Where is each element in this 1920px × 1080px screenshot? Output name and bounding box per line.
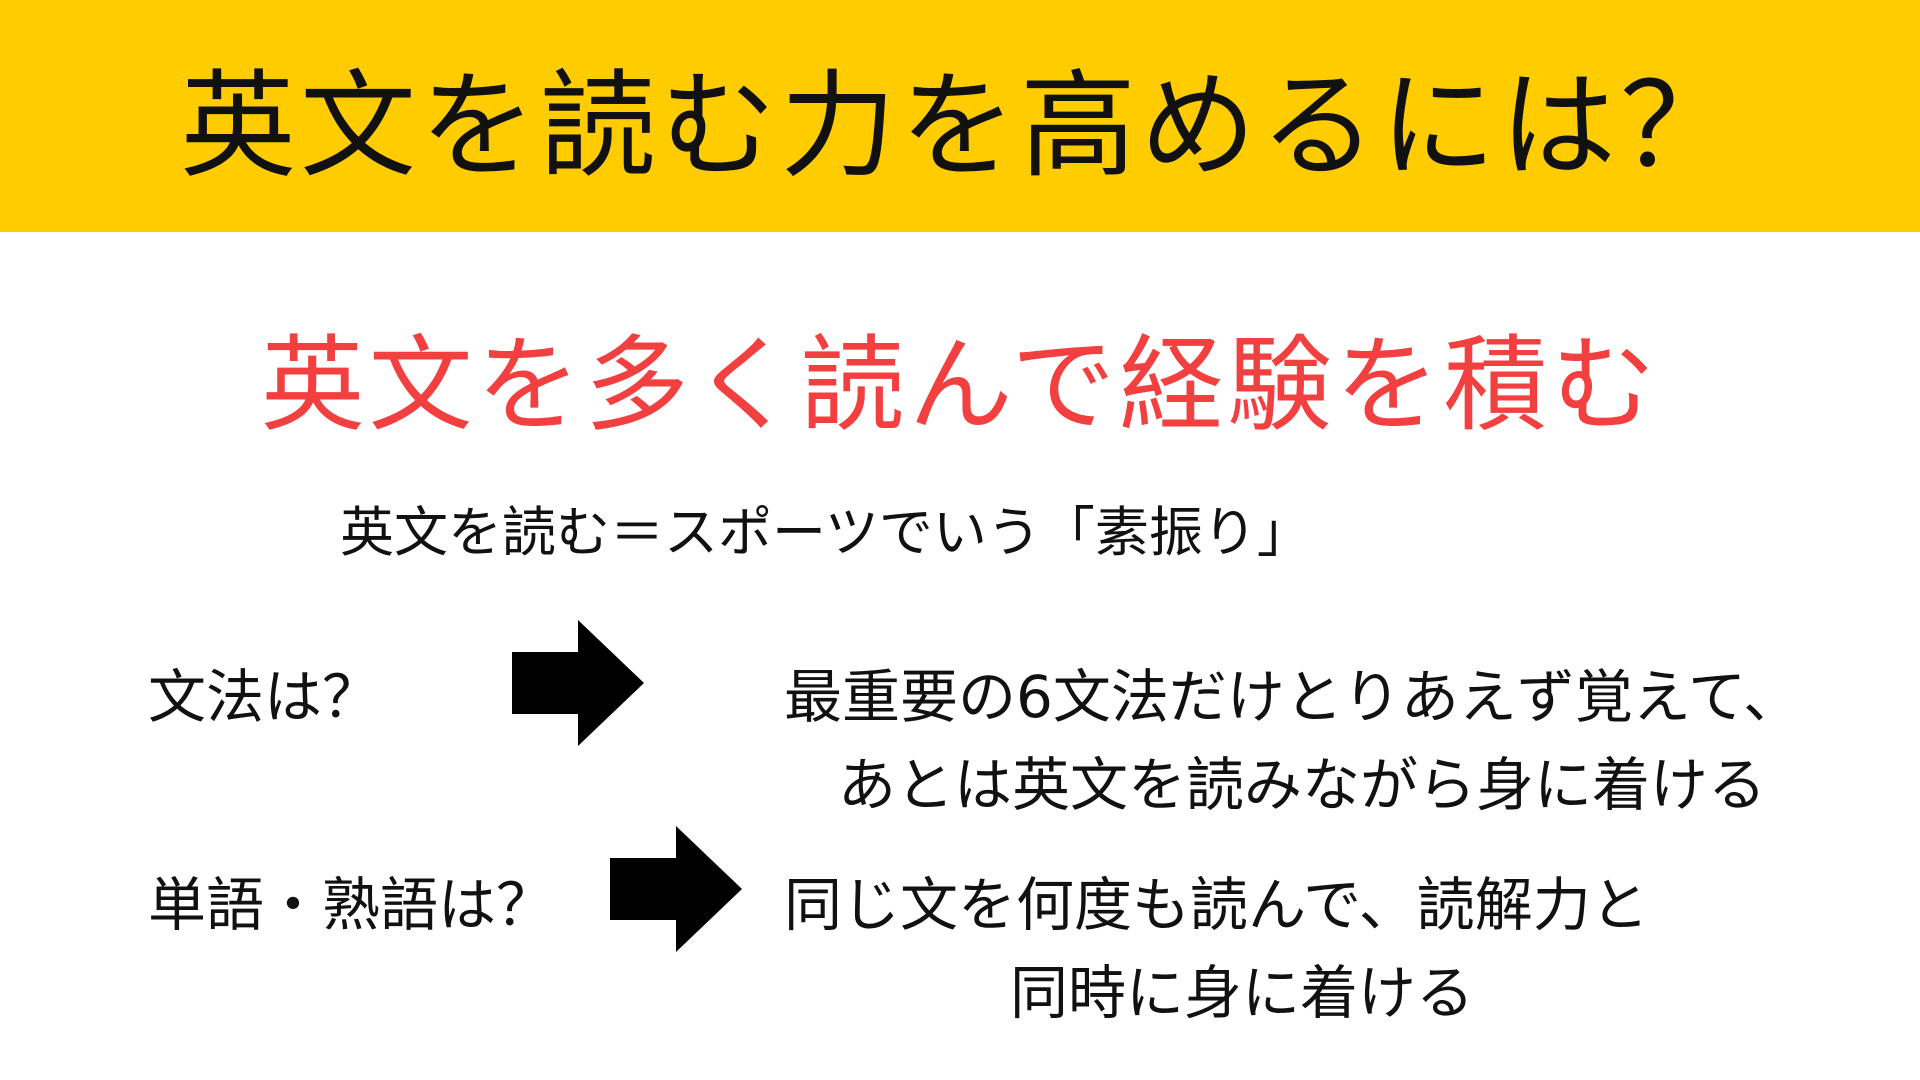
right-arrow-icon (512, 620, 644, 746)
vocabulary-answer-line-1: 同じ文を何度も読んで、読解力と (784, 871, 1649, 939)
right-arrow-shape (512, 620, 644, 746)
grammar-question: 文法は？ (148, 663, 381, 731)
title-band: 英文を読む力を高めるには？ (0, 0, 1920, 232)
page-title: 英文を読む力を高めるには？ (180, 59, 1740, 194)
grammar-answer-line-2: あとは英文を読みながら身に着ける (838, 751, 1767, 819)
subtitle: 英文を多く読んで経験を積む (260, 324, 1660, 446)
vocabulary-answer-line-2: 同時に身に着ける (1010, 959, 1475, 1027)
lead-text: 英文を読む＝スポーツでいう「素振り」 (340, 501, 1311, 564)
vocabulary-question: 単語・熟語は？ (148, 871, 555, 939)
right-arrow-icon (610, 826, 742, 952)
right-arrow-shape (610, 826, 742, 952)
grammar-answer-line-1: 最重要の6文法だけとりあえず覚えて、 (784, 663, 1802, 731)
